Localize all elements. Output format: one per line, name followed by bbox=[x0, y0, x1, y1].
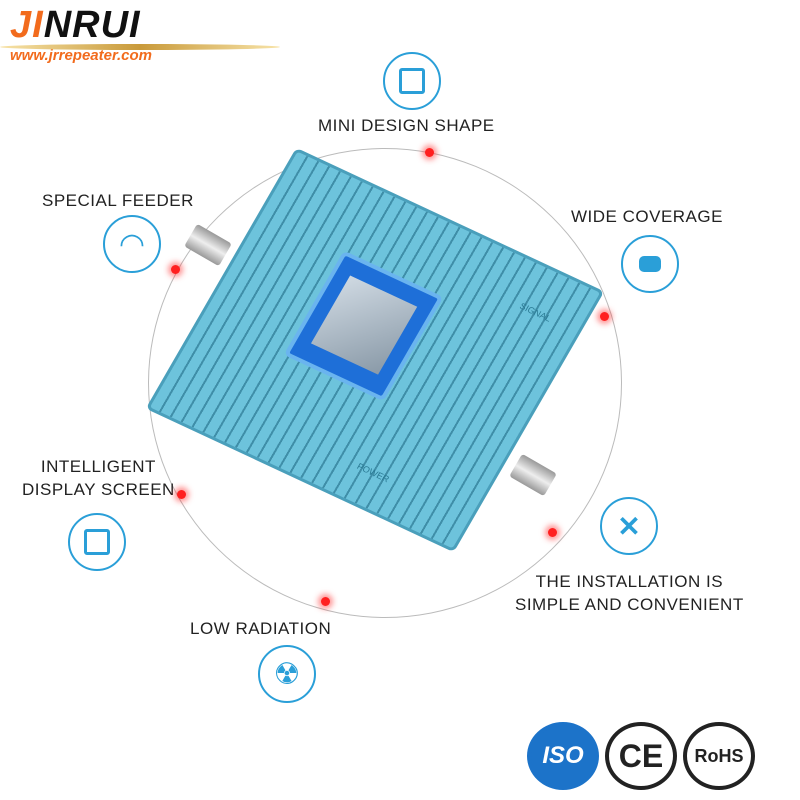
marker-dot bbox=[600, 312, 609, 321]
feature-display-screen: INTELLIGENT DISPLAY SCREEN bbox=[22, 457, 175, 499]
square-icon bbox=[383, 52, 441, 110]
iso-badge: ISO bbox=[527, 722, 599, 790]
screen-icon bbox=[68, 513, 126, 571]
certification-badges: ISO CE RoHS bbox=[527, 722, 755, 790]
marker-dot bbox=[177, 490, 186, 499]
logo-swoosh bbox=[0, 44, 280, 50]
feature-circle bbox=[148, 148, 622, 618]
marker-dot bbox=[425, 148, 434, 157]
marker-dot bbox=[548, 528, 557, 537]
tools-icon: ✕ bbox=[600, 497, 658, 555]
wifi-icon: ◠ bbox=[103, 215, 161, 273]
logo-brand-orange: JI bbox=[10, 4, 44, 46]
logo-url: www.jrrepeater.com bbox=[10, 47, 153, 64]
power-label: POWER bbox=[355, 461, 392, 485]
expand-icon bbox=[621, 235, 679, 293]
feature-special-feeder: SPECIAL FEEDER bbox=[42, 191, 194, 210]
signal-label: SIGNAL bbox=[517, 300, 553, 324]
jinrui-logo: JINRUI www.jrrepeater.com bbox=[0, 4, 280, 64]
marker-dot bbox=[321, 597, 330, 606]
rohs-badge: RoHS bbox=[683, 722, 755, 790]
radiation-icon: ☢ bbox=[258, 645, 316, 703]
feature-mini-design: MINI DESIGN SHAPE bbox=[318, 116, 495, 135]
ce-badge: CE bbox=[605, 722, 677, 790]
logo-brand-black: NRUI bbox=[43, 4, 141, 46]
feature-wide-coverage: WIDE COVERAGE bbox=[571, 207, 723, 226]
feature-installation: THE INSTALLATION IS SIMPLE AND CONVENIEN… bbox=[515, 572, 744, 614]
marker-dot bbox=[171, 265, 180, 274]
lcd-screen bbox=[283, 250, 444, 402]
feature-low-radiation: LOW RADIATION bbox=[190, 619, 332, 638]
